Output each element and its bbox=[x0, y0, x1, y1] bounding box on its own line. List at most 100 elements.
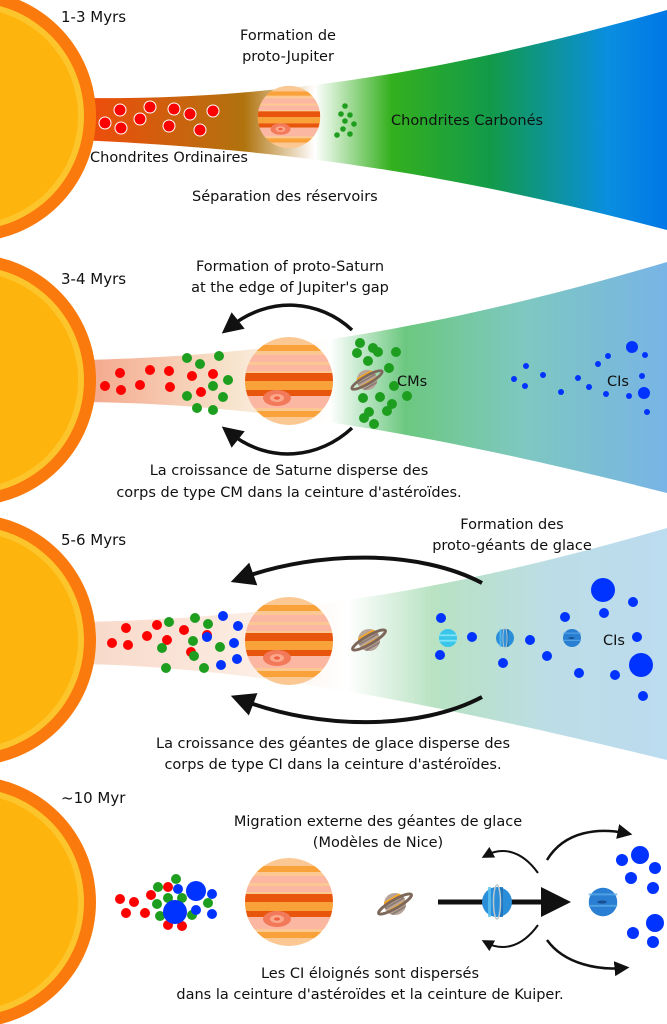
panel-1: 1-3 Myrs Formation de proto-Jupiter Chon… bbox=[0, 0, 667, 239]
chondrite-dot bbox=[167, 102, 181, 116]
cm-dot bbox=[190, 613, 200, 623]
caption-bottom: Séparation des réservoirs bbox=[192, 189, 378, 205]
caption-top-line-1: Migration externe des géantes de glace bbox=[234, 814, 522, 830]
caption-bottom-line-1: Les CI éloignés sont dispersés bbox=[261, 966, 479, 982]
chondrite-dot bbox=[351, 121, 357, 127]
ordinary-chondrite-dot bbox=[146, 890, 156, 900]
chondrite-dot bbox=[193, 123, 207, 137]
ci-dot bbox=[586, 384, 592, 390]
jupiter-icon bbox=[245, 858, 333, 946]
ci-dot bbox=[642, 352, 648, 358]
ci-dot bbox=[595, 361, 601, 367]
panel-4: ~10 Myr Migration externe des géantes de… bbox=[0, 779, 664, 1024]
cm-dot bbox=[182, 353, 192, 363]
ordinary-chondrite-dot bbox=[121, 623, 131, 633]
cm-dot bbox=[208, 405, 218, 415]
cm-dot bbox=[189, 651, 199, 661]
jupiter-icon bbox=[245, 337, 333, 425]
ci-dot bbox=[610, 670, 620, 680]
chondrite-dot bbox=[183, 107, 197, 121]
ordinary-chondrite-dot bbox=[187, 371, 197, 381]
ci-dot bbox=[639, 373, 645, 379]
cm-dot bbox=[192, 403, 202, 413]
caption-bottom-line-2: dans la ceinture d'astéroïdes et la cein… bbox=[176, 987, 563, 1003]
chondrite-dot bbox=[347, 112, 353, 118]
ordinary-chondrite-dot bbox=[196, 387, 206, 397]
cm-dot bbox=[153, 882, 163, 892]
mixed-asteroid-belt bbox=[115, 874, 217, 931]
cm-dot bbox=[363, 356, 373, 366]
scatter-arrow-lower bbox=[221, 426, 354, 456]
caption-bottom-line-1: La croissance des géantes de glace dispe… bbox=[156, 736, 510, 752]
cm-dot bbox=[375, 392, 385, 402]
kuiper-dot bbox=[616, 854, 628, 866]
ci-dot bbox=[628, 597, 638, 607]
cm-dot bbox=[373, 347, 383, 357]
caption-top-line-1: Formation de bbox=[240, 28, 336, 44]
ci-dot bbox=[522, 383, 528, 389]
ordinary-chondrite-dot bbox=[142, 631, 152, 641]
cm-dot bbox=[163, 893, 173, 903]
ci-dot bbox=[599, 608, 609, 618]
scatter-arrow-upper bbox=[221, 303, 354, 334]
ordinary-chondrite-dot bbox=[123, 640, 133, 650]
scatter-arrow-outer-upper bbox=[545, 824, 633, 861]
ci-dot bbox=[605, 353, 611, 359]
scatter-arrow-inner-lower bbox=[481, 924, 539, 952]
sun-icon bbox=[0, 779, 96, 1024]
label-cms: CMs bbox=[397, 374, 427, 390]
time-label: 3-4 Myrs bbox=[61, 270, 126, 288]
sun-icon bbox=[0, 0, 96, 239]
ci-dot bbox=[626, 393, 632, 399]
ci-dot bbox=[560, 612, 570, 622]
cm-dot bbox=[182, 391, 192, 401]
chondrite-dot bbox=[206, 104, 220, 118]
ordinary-chondrite-cluster bbox=[98, 100, 220, 137]
cm-dot bbox=[199, 663, 209, 673]
kuiper-dot bbox=[647, 882, 659, 894]
ordinary-chondrite-dot bbox=[116, 385, 126, 395]
cm-dot bbox=[203, 619, 213, 629]
proto-jupiter-icon bbox=[258, 86, 320, 148]
ci-dot bbox=[435, 650, 445, 660]
cm-dot bbox=[358, 393, 368, 403]
cm-dot bbox=[382, 406, 392, 416]
sun-icon bbox=[0, 257, 96, 503]
ci-dot bbox=[467, 632, 477, 642]
caption-bottom-line-1: La croissance de Saturne disperse des bbox=[150, 463, 429, 479]
panel-3: 5-6 Myrs Formation des proto-géants de g… bbox=[0, 517, 667, 773]
ci-dot bbox=[191, 905, 201, 915]
caption-top-line-2: at the edge of Jupiter's gap bbox=[191, 280, 389, 296]
caption-top-line-2: proto-Jupiter bbox=[242, 49, 334, 65]
caption-top-line-2: (Modèles de Nice) bbox=[313, 835, 443, 851]
cm-dot bbox=[387, 399, 397, 409]
ci-dot bbox=[525, 635, 535, 645]
ordinary-chondrite-dot bbox=[107, 638, 117, 648]
chondrite-dot bbox=[162, 119, 176, 133]
cm-dot bbox=[171, 874, 181, 884]
ordinary-chondrite-dot bbox=[179, 625, 189, 635]
ci-dot bbox=[207, 909, 217, 919]
ordinary-chondrite-dot bbox=[100, 381, 110, 391]
cm-dot bbox=[208, 381, 218, 391]
cm-dot bbox=[164, 617, 174, 627]
ci-dot bbox=[232, 654, 242, 664]
ci-dot bbox=[574, 668, 584, 678]
cm-dot bbox=[152, 899, 162, 909]
saturn-icon bbox=[377, 890, 414, 920]
time-label: 5-6 Myrs bbox=[61, 531, 126, 549]
chondrite-dot bbox=[340, 126, 346, 132]
protoplanetary-disk bbox=[80, 10, 667, 230]
kuiper-dot bbox=[627, 927, 639, 939]
cm-dot bbox=[177, 893, 187, 903]
cm-dot bbox=[391, 347, 401, 357]
chondrite-clusters bbox=[100, 338, 650, 429]
kuiper-dot bbox=[646, 914, 664, 932]
ordinary-chondrite-dot bbox=[165, 382, 175, 392]
caption-bottom-line-2: corps de type CI dans la ceinture d'asté… bbox=[164, 757, 501, 773]
ordinary-chondrite-dot bbox=[129, 897, 139, 907]
ci-dot bbox=[173, 884, 183, 894]
cm-dot bbox=[157, 643, 167, 653]
ci-dot bbox=[436, 613, 446, 623]
cm-dot bbox=[215, 642, 225, 652]
